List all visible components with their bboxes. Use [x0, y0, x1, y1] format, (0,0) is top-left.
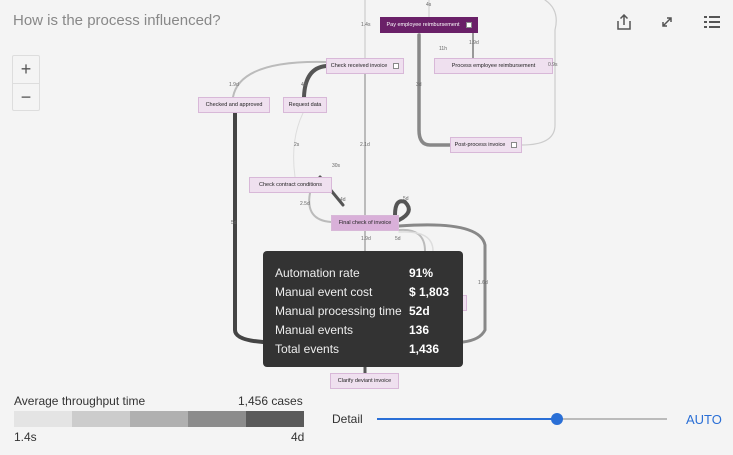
list-button[interactable]	[700, 10, 724, 34]
checkbox[interactable]	[465, 22, 472, 28]
tooltip-label: Manual processing time	[275, 303, 402, 318]
slider-fill	[377, 418, 557, 420]
edge-label: 5d	[395, 236, 401, 242]
legend-swatch	[14, 411, 72, 427]
node-label: Request data	[288, 102, 322, 108]
edge	[398, 231, 434, 252]
edge	[233, 111, 265, 344]
share-button[interactable]	[612, 10, 636, 34]
node-label: Process employee reimbursement	[451, 63, 536, 69]
tooltip-row: Manual event cost $ 1,803	[275, 282, 451, 301]
share-icon	[617, 14, 631, 30]
zoom-out-button[interactable]: −	[13, 83, 39, 110]
edge-label: 1.4s	[361, 22, 371, 28]
edge	[393, 199, 411, 222]
checkbox[interactable]	[511, 142, 518, 148]
edge	[308, 192, 332, 223]
tooltip-label: Automation rate	[275, 265, 360, 280]
node-label: Pay employee reimbursement	[386, 22, 460, 28]
edge	[397, 223, 487, 344]
edge-label: 1.9d	[469, 40, 479, 46]
node-tooltip: Automation rate 91% Manual event cost $ 1,…	[263, 251, 463, 367]
edge-label: 1.9d	[229, 82, 239, 88]
checkbox[interactable]	[393, 63, 400, 69]
node-clarify-deviant-invoice[interactable]: Clarify deviant invoice	[330, 373, 399, 389]
edge	[417, 33, 452, 147]
tooltip-value: 136	[409, 322, 430, 337]
expand-button[interactable]	[655, 10, 679, 34]
tooltip-value: 52d	[409, 303, 430, 318]
list-icon	[704, 16, 720, 28]
legend-swatch	[246, 411, 304, 427]
edge	[302, 64, 328, 99]
expand-icon	[662, 17, 672, 27]
edge-label: 2s	[294, 142, 300, 148]
legend-swatch	[130, 411, 188, 427]
edge-label: 4d	[340, 197, 346, 203]
tooltip-row: Total events 1,436	[275, 339, 451, 358]
edge-label: 30s	[332, 163, 341, 169]
node-check-contract-conditions[interactable]: Check contract conditions	[249, 177, 332, 193]
edge	[398, 228, 426, 252]
edge-label: 0.9s	[548, 62, 558, 68]
node-label: Checked and approved	[205, 102, 263, 108]
node-post-process-invoice[interactable]: Post-process invoice	[450, 137, 522, 153]
legend-swatch	[72, 411, 130, 427]
edge-label: 5d	[231, 220, 237, 226]
node-checked-and-approved[interactable]: Checked and approved	[198, 97, 270, 113]
throughput-legend-bar	[14, 411, 304, 427]
tooltip-value: 1,436	[409, 341, 440, 356]
edge-label: 4d	[301, 82, 307, 88]
node-final-check-of-invoice[interactable]: Final check of invoice	[331, 215, 399, 231]
node-label: Final check of invoice	[338, 220, 392, 226]
edge-label: 4s	[426, 2, 432, 8]
edge	[293, 112, 304, 178]
node-pay-employee-reimbursement[interactable]: Pay employee reimbursement	[380, 17, 478, 33]
legend-title: Average throughput time	[14, 394, 146, 408]
page-title: How is the process influenced?	[13, 12, 221, 29]
auto-button[interactable]: AUTO	[686, 412, 722, 427]
tooltip-value: 91%	[409, 265, 434, 280]
edge-label: 5d	[403, 196, 409, 202]
edge	[232, 60, 327, 98]
legend-cases: 1,456 cases	[238, 394, 303, 408]
edge-label: 3d	[416, 82, 422, 88]
tooltip-row: Manual processing time 52d	[275, 301, 451, 320]
detail-label: Detail	[332, 412, 363, 426]
legend-max: 4d	[291, 430, 305, 444]
tooltip-row: Manual events 136	[275, 320, 451, 339]
tooltip-row: Automation rate 91%	[275, 263, 451, 282]
edge-label: 2.1d	[360, 142, 370, 148]
edge-label: 2.5d	[300, 201, 310, 207]
edge	[521, 0, 557, 146]
node-label: Check contract conditions	[259, 182, 322, 188]
slider-thumb[interactable]	[550, 413, 563, 425]
edge-label: 11h	[439, 46, 447, 52]
node-check-received-invoice[interactable]: Check received invoice	[326, 58, 404, 74]
node-process-employee-reimbursement[interactable]: Process employee reimbursement	[434, 58, 553, 74]
legend-min: 1.4s	[14, 430, 37, 444]
node-label: Clarify deviant invoice	[337, 378, 392, 384]
zoom-controls: + −	[12, 55, 40, 111]
node-label: Check received invoice	[330, 63, 388, 69]
detail-slider[interactable]	[377, 418, 667, 420]
tooltip-label: Total events	[275, 341, 340, 356]
tooltip-label: Manual events	[275, 322, 354, 337]
tooltip-label: Manual event cost	[275, 284, 373, 299]
node-label: Post-process invoice	[454, 142, 506, 148]
tooltip-value: $ 1,803	[409, 284, 450, 299]
process-graph	[232, 0, 557, 375]
legend-swatch	[188, 411, 246, 427]
zoom-in-button[interactable]: +	[20, 59, 32, 79]
node-request-data[interactable]: Request data	[283, 97, 327, 113]
edge-label: 1.9d	[361, 236, 371, 242]
edge-label: 1.6d	[478, 280, 488, 286]
